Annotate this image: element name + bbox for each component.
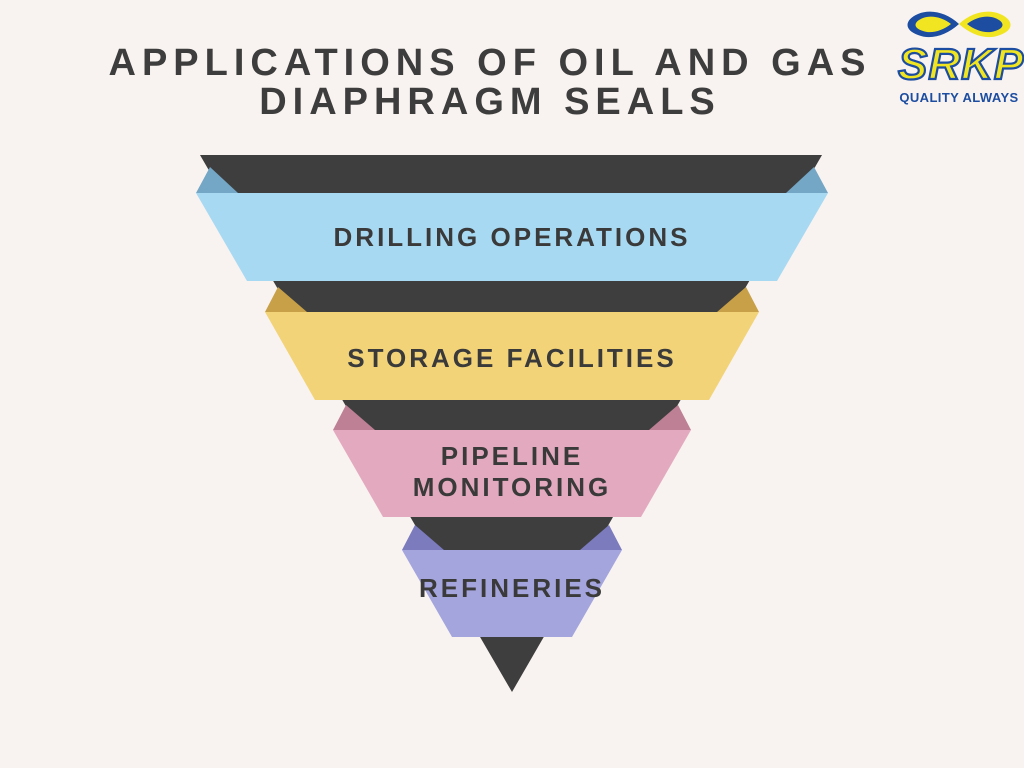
- logo-wordmark: SRKP: [897, 40, 1024, 89]
- layer2-label: STORAGE FACILITIES: [347, 342, 677, 373]
- infinity-loop-icon: [907, 11, 1011, 38]
- layer2-fold-left: [265, 287, 307, 312]
- layer4-label: REFINERIES: [418, 572, 606, 603]
- layer3-fold-right: [649, 405, 691, 430]
- layer2-fold-right: [717, 287, 759, 312]
- srkp-logo: SRKP QUALITY ALWAYS: [897, 6, 1024, 105]
- layer4-fold-left: [402, 525, 444, 550]
- layer1-label: DRILLING OPERATIONS: [333, 221, 691, 252]
- layer4-band: [402, 550, 622, 637]
- layer3-label: PIPELINE MONITORING: [412, 441, 612, 502]
- page-title-line2: DIAPHRAGM SEALS: [259, 80, 721, 123]
- funnel-body: [200, 155, 822, 692]
- page-title-line1: APPLICATIONS OF OIL AND GAS: [108, 42, 872, 84]
- layer1-band: [196, 193, 828, 281]
- loop-left-inner: [915, 16, 951, 33]
- layer2-band: [265, 312, 759, 400]
- layer3-band: [333, 430, 691, 517]
- loop-right-inner: [967, 16, 1003, 33]
- layer1-fold-left: [196, 167, 238, 193]
- logo-tagline: QUALITY ALWAYS: [899, 90, 1019, 105]
- layer1-fold-right: [786, 167, 828, 193]
- layer4-fold-right: [580, 525, 622, 550]
- layer3-fold-left: [333, 405, 375, 430]
- page-title: APPLICATIONS OF OIL AND GAS DIAPHRAGM SE…: [0, 44, 980, 122]
